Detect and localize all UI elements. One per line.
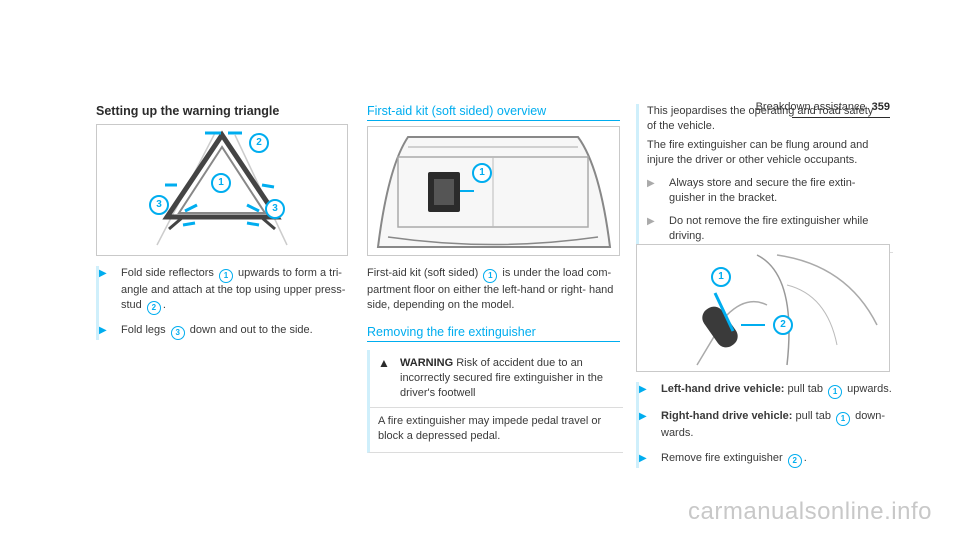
ref-1: 1 — [218, 269, 233, 283]
step-arrow-icon: ▶ — [647, 216, 655, 227]
watermark: carmanualsonline.info — [688, 498, 932, 525]
steps-fire-extinguisher: ▶ Left-hand drive vehicle: pull tab 1 up… — [636, 382, 893, 468]
step-arrow-icon: ▶ — [639, 453, 647, 464]
page-header: Breakdown assistance 359 — [756, 101, 890, 113]
step-remove-extinguisher: ▶ Remove fire extinguisher 2. — [639, 451, 893, 468]
step-left-hand-drive: ▶ Left-hand drive vehicle: pull tab 1 up… — [639, 382, 893, 399]
step-fold-legs: ▶ Fold legs 3 down and out to the side. — [99, 323, 351, 340]
step-arrow-icon: ▶ — [99, 325, 107, 336]
warning-continued-box: This jeopardises the operating and road … — [636, 104, 893, 253]
step-arrow-icon: ▶ — [639, 384, 647, 395]
ref-1: 1 — [836, 412, 851, 426]
steps-triangle: ▶ Fold side reflectors 1 upwards to form… — [96, 266, 351, 340]
callout-1: 1 — [472, 163, 492, 183]
callout-2: 2 — [249, 133, 269, 153]
header-rule — [792, 117, 890, 118]
step-right-hand-drive: ▶ Right-hand drive vehicle: pull tab 1 d… — [639, 410, 886, 439]
section-heading-fire-extinguisher: Removing the fire extinguisher — [367, 325, 536, 339]
warning-icon: ▲ — [378, 356, 390, 370]
heading-rule — [367, 341, 620, 342]
ref-1: 1 — [483, 269, 498, 283]
info-text-2: The fire extinguisher can be flung aroun… — [647, 139, 869, 166]
warning-box: ▲ WARNING Risk of accident due to an inc… — [367, 350, 623, 453]
heading-rule — [367, 120, 620, 121]
step-fold-reflectors: ▶ Fold side reflectors 1 upwards to form… — [99, 266, 351, 315]
warning-triangle-figure: 1 2 3 3 — [96, 124, 348, 256]
step-arrow-icon: ▶ — [99, 268, 107, 279]
callout-2: 2 — [773, 315, 793, 335]
warning-body: A fire extinguisher may impede pedal tra… — [370, 407, 623, 452]
ref-1: 1 — [828, 385, 843, 399]
fire-extinguisher-figure: 1 2 — [636, 244, 890, 372]
section-title: Breakdown assistance — [755, 101, 866, 113]
callout-1: 1 — [711, 267, 731, 287]
section-heading-warning-triangle: Setting up the warning triangle — [96, 104, 280, 118]
first-aid-kit-figure: 1 — [367, 126, 620, 256]
callout-3-left: 3 — [149, 195, 169, 215]
callout-1: 1 — [211, 173, 231, 193]
ref-2: 2 — [146, 301, 161, 315]
page-number: 359 — [871, 101, 890, 113]
callout-3-right: 3 — [265, 199, 285, 219]
info-step-do-not-remove: ▶ Do not remove the fire extinguisher wh… — [647, 215, 869, 242]
first-aid-description: First-aid kit (soft sided) 1 is under th… — [367, 267, 614, 311]
ref-2: 2 — [787, 454, 802, 468]
info-text: This jeopardises the operating and road … — [647, 105, 874, 132]
step-arrow-icon: ▶ — [647, 178, 655, 189]
ref-3: 3 — [170, 326, 185, 340]
info-step-store: ▶ Always store and secure the fire extin… — [647, 177, 856, 204]
warning-header: ▲ WARNING Risk of accident due to an inc… — [370, 350, 623, 407]
step-arrow-icon: ▶ — [639, 411, 647, 422]
section-heading-first-aid: First-aid kit (soft sided) overview — [367, 104, 547, 118]
